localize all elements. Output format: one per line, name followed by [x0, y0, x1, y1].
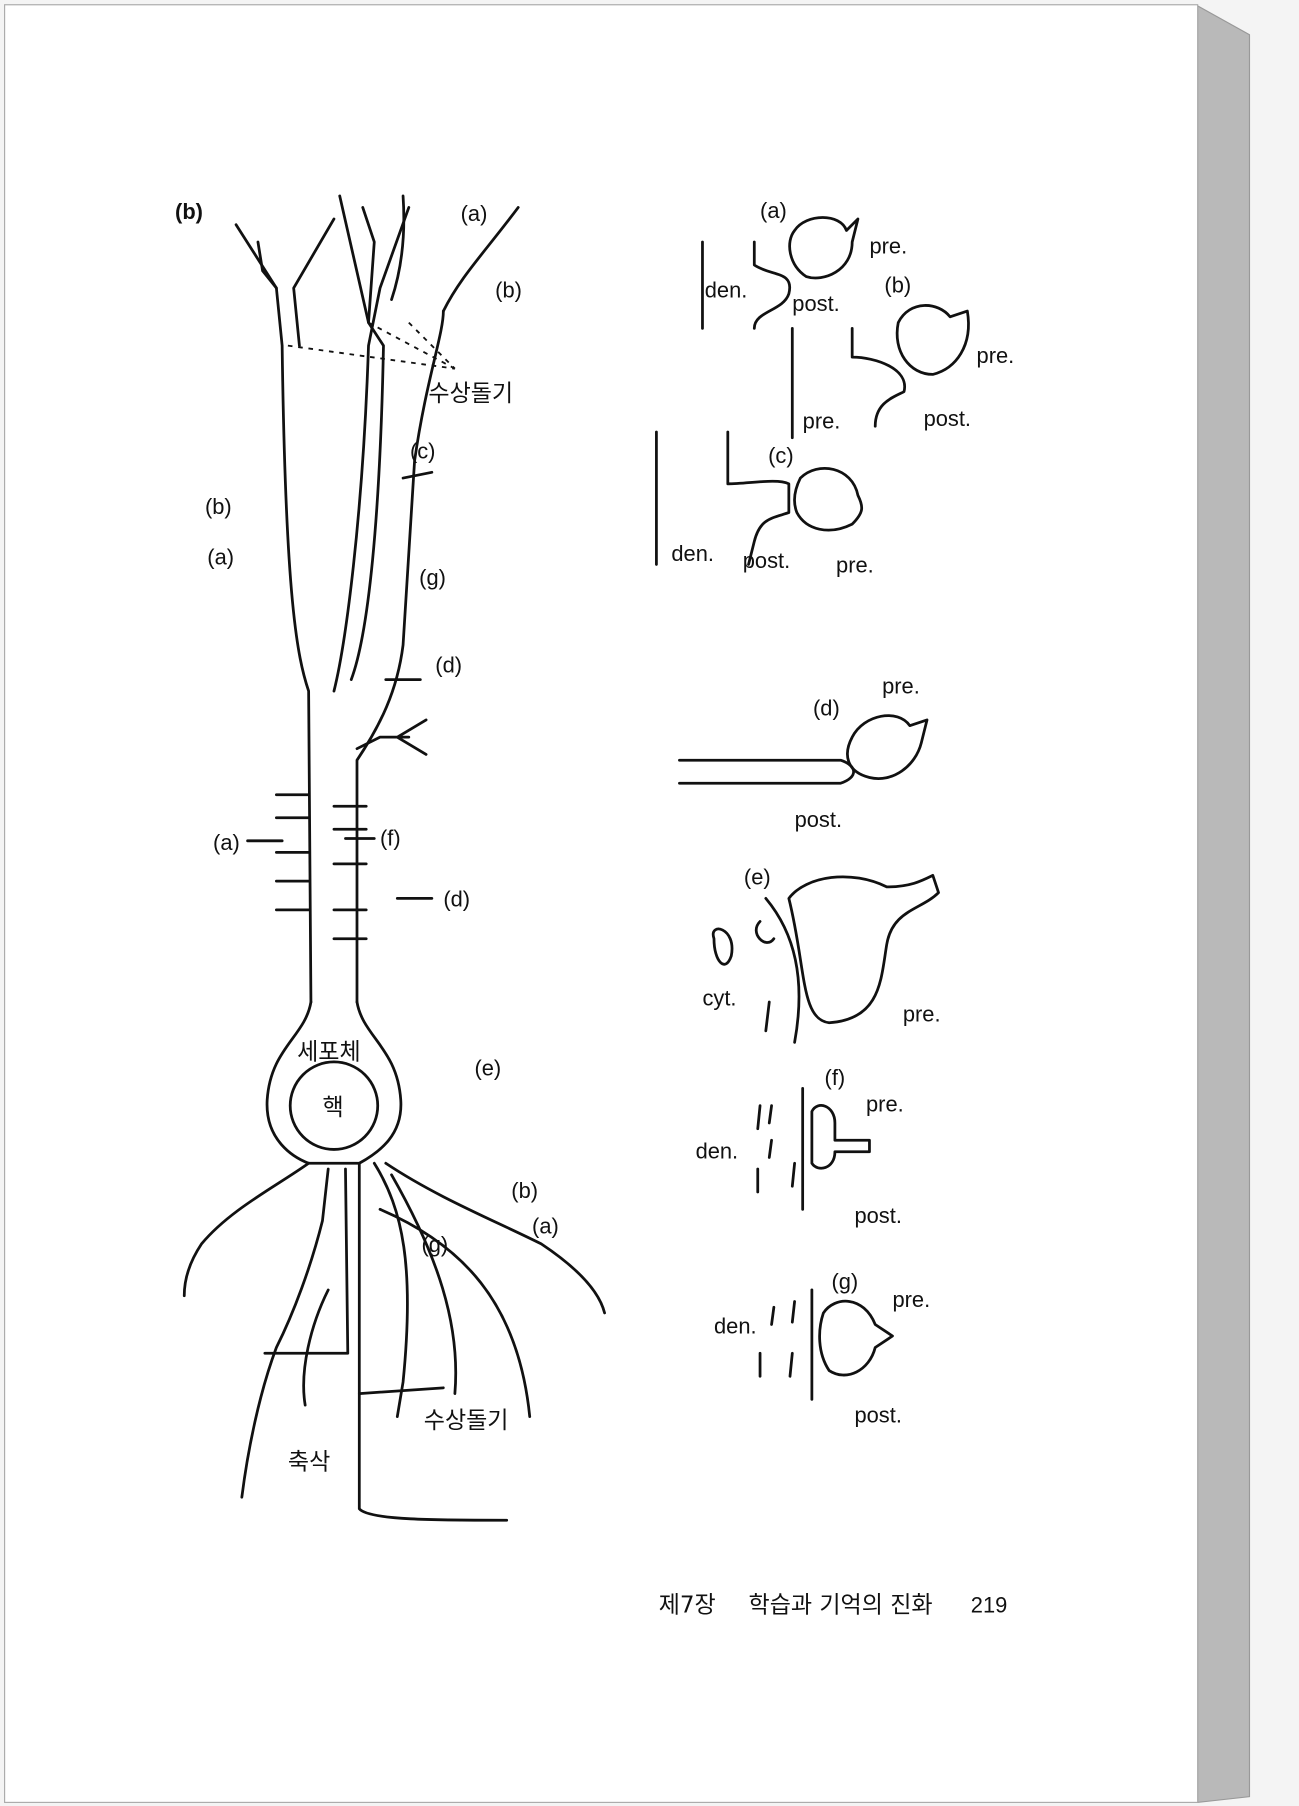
synapse-d-post: post. [795, 807, 842, 832]
synapse-g-pre: pre. [892, 1287, 930, 1312]
synapse-d-tag: (d) [813, 695, 840, 720]
synapse-g-tag: (g) [831, 1269, 858, 1294]
synapse-b-post: post. [924, 406, 971, 431]
synapse-c-pre: pre. [836, 552, 874, 577]
panel-label: (b) [175, 199, 203, 224]
label-nucleus: 핵 [322, 1095, 343, 1121]
synapse-f-den: den. [696, 1139, 739, 1164]
label-f: (f) [380, 825, 401, 850]
synapse-d-pre: pre. [882, 673, 920, 698]
label-g: (g) [419, 565, 446, 590]
label-dendrite-spines: 수상돌기 [424, 1408, 509, 1434]
synapse-f-tag: (f) [825, 1065, 846, 1090]
synapse-diagrams: (a) pre. den. post. (b) pre. pre. post. … [655, 198, 1015, 1427]
page-sheet [4, 4, 1199, 1803]
label-axon: 축삭 [288, 1450, 330, 1476]
page-number: 219 [971, 1592, 1007, 1617]
label-a: (a) [207, 544, 234, 569]
label-a: (a) [461, 201, 488, 226]
label-cell-body: 세포체 [297, 1040, 361, 1066]
synapse-e-pre: pre. [903, 1002, 941, 1027]
synapse-g-post: post. [854, 1402, 901, 1427]
dendrite [234, 223, 313, 1004]
chapter-label: 제7장 [659, 1592, 716, 1618]
neuron-diagram: (b) [175, 194, 606, 1522]
label-a: (a) [213, 830, 240, 855]
synapse-a-pre: pre. [869, 234, 907, 259]
synapse-a-post: post. [792, 291, 839, 316]
label-c: (c) [410, 438, 436, 463]
label-e: (e) [474, 1056, 501, 1081]
neuron-labels: (a) (b) 수상돌기 (c) (b) (a) (g) (d) (a) (f)… [205, 201, 559, 1475]
synapse-c-post: post. [743, 548, 790, 573]
synapse-a-den: den. [705, 277, 748, 302]
synapse-g-den: den. [714, 1314, 757, 1339]
label-b: (b) [205, 494, 232, 519]
chapter-title: 학습과 기억의 진화 [749, 1592, 933, 1618]
footer: 제7장 학습과 기억의 진화 219 [659, 1592, 1008, 1618]
label-b: (b) [511, 1178, 538, 1203]
page-edge [1197, 4, 1251, 1804]
label-dendrite-spines: 수상돌기 [428, 381, 513, 407]
synapse-f-pre: pre. [866, 1091, 904, 1116]
label-a: (a) [532, 1214, 559, 1239]
synapse-c-tag: (c) [768, 443, 794, 468]
synapse-e-tag: (e) [744, 865, 771, 890]
synapse-e-cyt: cyt. [702, 985, 736, 1010]
label-d: (d) [443, 886, 470, 911]
synapse-a-tag: (a) [760, 198, 787, 223]
label-d: (d) [435, 653, 462, 678]
synapse-b-pre: pre. [803, 409, 841, 434]
synapse-c-den: den. [671, 541, 714, 566]
synapse-b-pre: pre. [977, 343, 1015, 368]
synapse-b-tag: (b) [884, 273, 911, 298]
nucleus [288, 1060, 380, 1151]
label-g: (g) [421, 1232, 448, 1257]
synapse-f-post: post. [854, 1203, 901, 1228]
label-b: (b) [495, 277, 522, 302]
cell-body [265, 1000, 403, 1165]
